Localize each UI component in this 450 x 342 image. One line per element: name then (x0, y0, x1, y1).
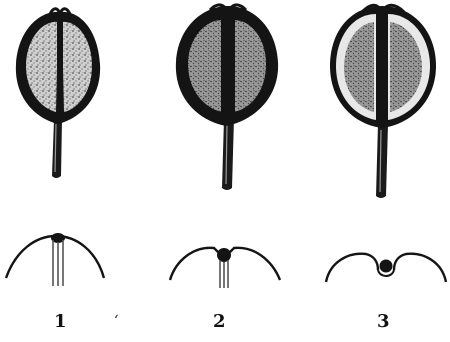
fruit-1-stalk (52, 120, 62, 178)
fruit-3-stalk (376, 124, 388, 198)
fruit-2 (176, 5, 278, 190)
fruit-1-label: 1 (54, 312, 67, 332)
fruit-2-stalk (222, 118, 234, 190)
fruit-2-label: 2 (213, 312, 226, 332)
fruit-3 (330, 5, 436, 198)
fruit-1 (16, 9, 100, 178)
section-3 (326, 254, 446, 282)
fruit-3-label: 3 (377, 312, 390, 332)
section-2 (170, 248, 280, 288)
section-1 (6, 233, 104, 286)
stray-mark: ʻ (114, 312, 118, 330)
